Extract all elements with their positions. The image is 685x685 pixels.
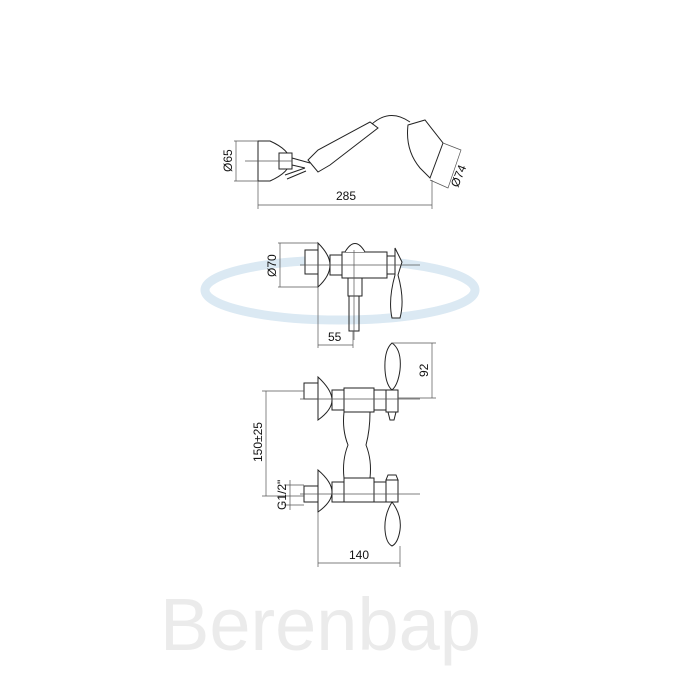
watermark-logo: Berenbap (160, 255, 481, 666)
watermark-text: Berenbap (160, 583, 481, 666)
mixer-side-view: Ø70 55 (265, 241, 420, 348)
dim-flange-diameter: Ø70 (265, 254, 279, 277)
dim-holder-diameter: Ø65 (221, 149, 235, 172)
dim-depth: 140 (349, 548, 369, 562)
dim-head-diameter: Ø74 (448, 163, 470, 190)
dim-handle-height: 92 (417, 363, 431, 377)
hand-shower-view: Ø65 Ø74 285 (221, 115, 469, 209)
dim-outlet-offset: 55 (328, 330, 342, 344)
dim-connection: G1/2" (275, 480, 289, 510)
dim-center-distance: 150±25 (251, 422, 265, 462)
mixer-front-view: 92 150±25 G1/2" 140 (251, 342, 436, 567)
dim-length: 285 (336, 189, 356, 203)
